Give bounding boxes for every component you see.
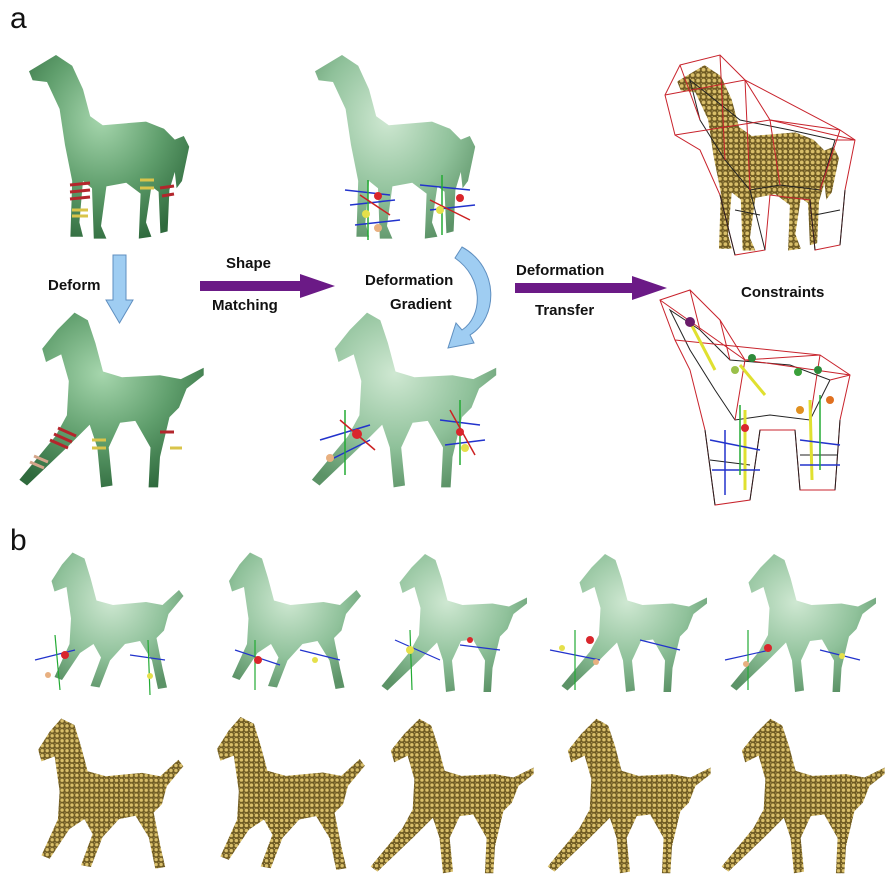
sequence-mesh-horses: [38, 717, 884, 873]
down-arrow-icon: [106, 255, 133, 323]
right-arrow-icon: [515, 276, 667, 300]
sequence-green-horses: [52, 553, 877, 693]
right-arrow-icon: [200, 274, 335, 298]
source-horse: [29, 55, 189, 239]
curved-arrow-icon: [448, 247, 491, 348]
